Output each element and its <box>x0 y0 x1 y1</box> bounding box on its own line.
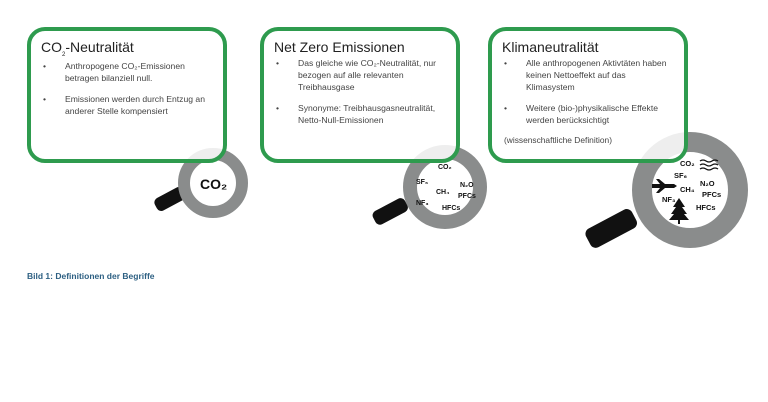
card-note: (wissenschaftliche Definition) <box>504 135 612 145</box>
gas-ch4: CH₄ <box>436 189 449 196</box>
card-bullet: Alle anthropogenen Aktivtäten haben kein… <box>502 57 674 93</box>
card-bullet: Das gleiche wie CO₂-Neutralität, nur bez… <box>274 57 446 93</box>
gas-nf3: NF₃ <box>662 195 676 204</box>
lens-co2-label: CO₂ <box>200 176 227 192</box>
gas-sf6: SF₆ <box>416 179 428 186</box>
tree-icon <box>669 198 689 224</box>
gas-pfcs: PFCs <box>702 190 721 199</box>
card-bullet: Weitere (bio-)physikalische Effekte werd… <box>502 102 674 126</box>
card-title: Klimaneutralität <box>502 39 599 55</box>
gas-n2o: N₂O <box>700 179 715 188</box>
definition-card-net-zero: Net Zero Emissionen Das gleiche wie CO₂-… <box>260 27 460 163</box>
definition-card-co2-neutrality: CO2-Neutralität Anthropogene CO₂-Emissio… <box>27 27 227 163</box>
gas-hfcs: HFCs <box>442 205 460 212</box>
card-title: CO2-Neutralität <box>41 39 134 58</box>
gas-pfcs: PFCs <box>458 193 476 200</box>
gas-co2: CO₂ <box>680 159 695 168</box>
gas-ch4: CH₄ <box>680 185 695 194</box>
magnifier-icon-climate: CO₂ SF₆ N₂O CH₄ PFCs NF₃ HFCs <box>585 132 748 248</box>
gas-nf3: NF₃ <box>416 200 429 207</box>
waves-icon <box>699 159 719 171</box>
magnifier-icon-ghg: CO₂ SF₆ N₂O CH₄ PFCs NF₃ HFCs <box>372 145 487 229</box>
card-bullet: Synonyme: Treibhausgasneutralität, Netto… <box>274 102 446 126</box>
card-bullet: Anthropogene CO₂-Emissionen betragen bil… <box>41 60 213 84</box>
gas-co2: CO₂ <box>438 164 452 171</box>
airplane-icon <box>652 179 677 193</box>
magnifier-icon-co2: CO₂ <box>154 148 248 218</box>
card-title: Net Zero Emissionen <box>274 39 405 55</box>
gas-hfcs: HFCs <box>696 203 716 212</box>
figure-caption: Bild 1: Definitionen der Begriffe <box>27 271 155 281</box>
card-bullet: Emissionen werden durch Entzug an andere… <box>41 93 213 117</box>
definition-card-climate-neutrality: Klimaneutralität Alle anthropogenen Akti… <box>488 27 688 163</box>
gas-n2o: N₂O <box>460 182 474 189</box>
gas-sf6: SF₆ <box>674 171 687 180</box>
